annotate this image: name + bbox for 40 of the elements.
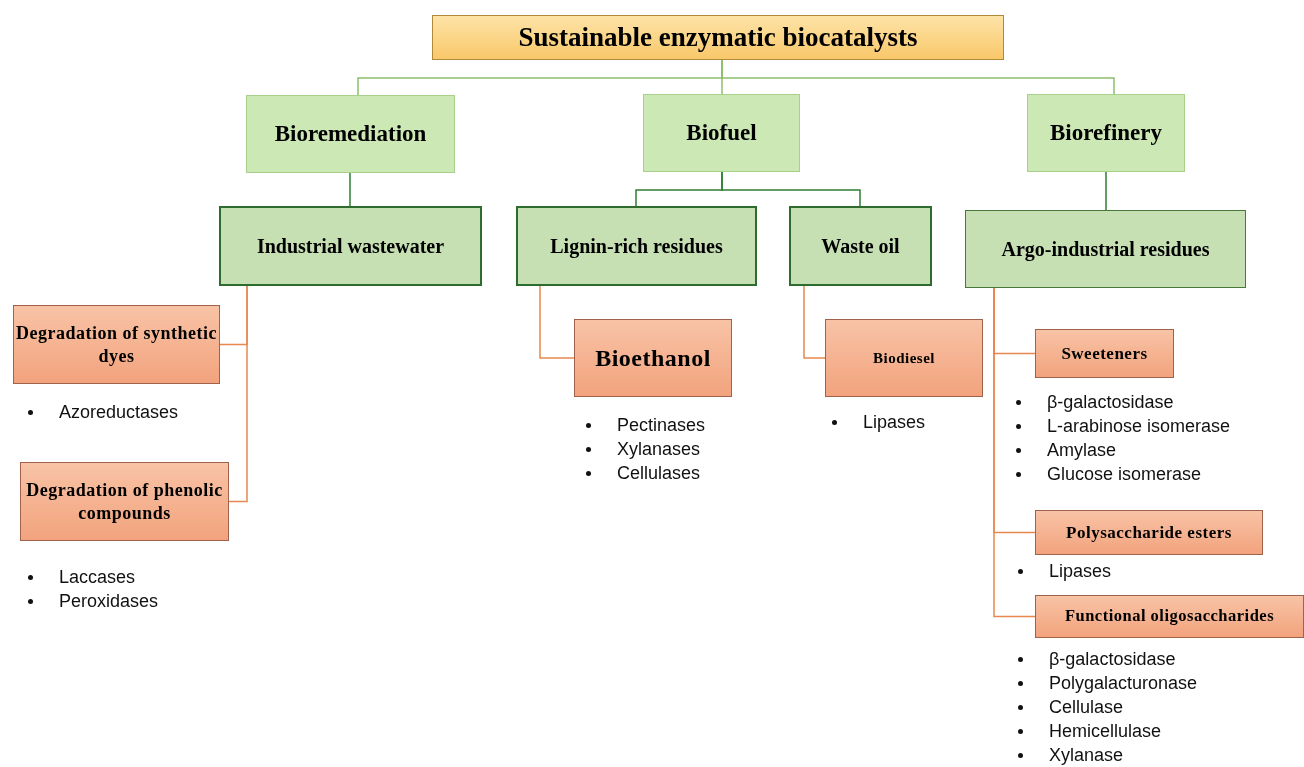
category-box: Biorefinery [1027, 94, 1185, 172]
connector-line [721, 171, 861, 207]
category-box: Lignin-rich residues [516, 206, 757, 286]
enzyme-item: Azoreductases [59, 401, 179, 424]
application-box: Biodiesel [825, 319, 983, 397]
enzyme-item: Polygalacturonase [1049, 672, 1198, 695]
application-box: Degradation of synthetic dyes [13, 305, 220, 384]
connector-line [803, 285, 826, 359]
connector-line [1105, 171, 1107, 211]
enzyme-item: Lipases [1049, 560, 1112, 583]
enzyme-item: Xylanase [1049, 744, 1124, 767]
category-box: Biofuel [643, 94, 800, 172]
connector-line [721, 59, 1115, 95]
category-box: Waste oil [789, 206, 932, 286]
enzyme-item: Hemicellulase [1049, 720, 1162, 743]
connector-line [228, 285, 248, 503]
enzyme-item: Xylanases [617, 438, 701, 461]
application-box: Degradation of phenolic compounds [20, 462, 229, 541]
application-box: Polysaccharide esters [1035, 510, 1263, 555]
enzyme-item: Pectinases [617, 414, 706, 437]
connector-line [993, 287, 1036, 618]
enzyme-item: Laccases [59, 566, 136, 589]
connector-line [349, 172, 351, 207]
title-box: Sustainable enzymatic biocatalysts [432, 15, 1004, 60]
enzyme-item: Peroxidases [59, 590, 159, 613]
category-box: Bioremediation [246, 95, 455, 173]
category-box: Argo-industrial residues [965, 210, 1246, 288]
enzyme-item: β-galactosidase [1047, 391, 1174, 414]
enzyme-item: β-galactosidase [1049, 648, 1176, 671]
connector-line [539, 285, 575, 359]
application-box: Functional oligosaccharides [1035, 595, 1304, 638]
application-box: Bioethanol [574, 319, 732, 397]
enzyme-item: L-arabinose isomerase [1047, 415, 1231, 438]
enzyme-item: Cellulases [617, 462, 701, 485]
enzyme-item: Amylase [1047, 439, 1117, 462]
category-box: Industrial wastewater [219, 206, 482, 286]
application-box: Sweeteners [1035, 329, 1174, 378]
enzyme-item: Cellulase [1049, 696, 1124, 719]
enzyme-item: Glucose isomerase [1047, 463, 1202, 486]
enzyme-item: Lipases [863, 411, 926, 434]
